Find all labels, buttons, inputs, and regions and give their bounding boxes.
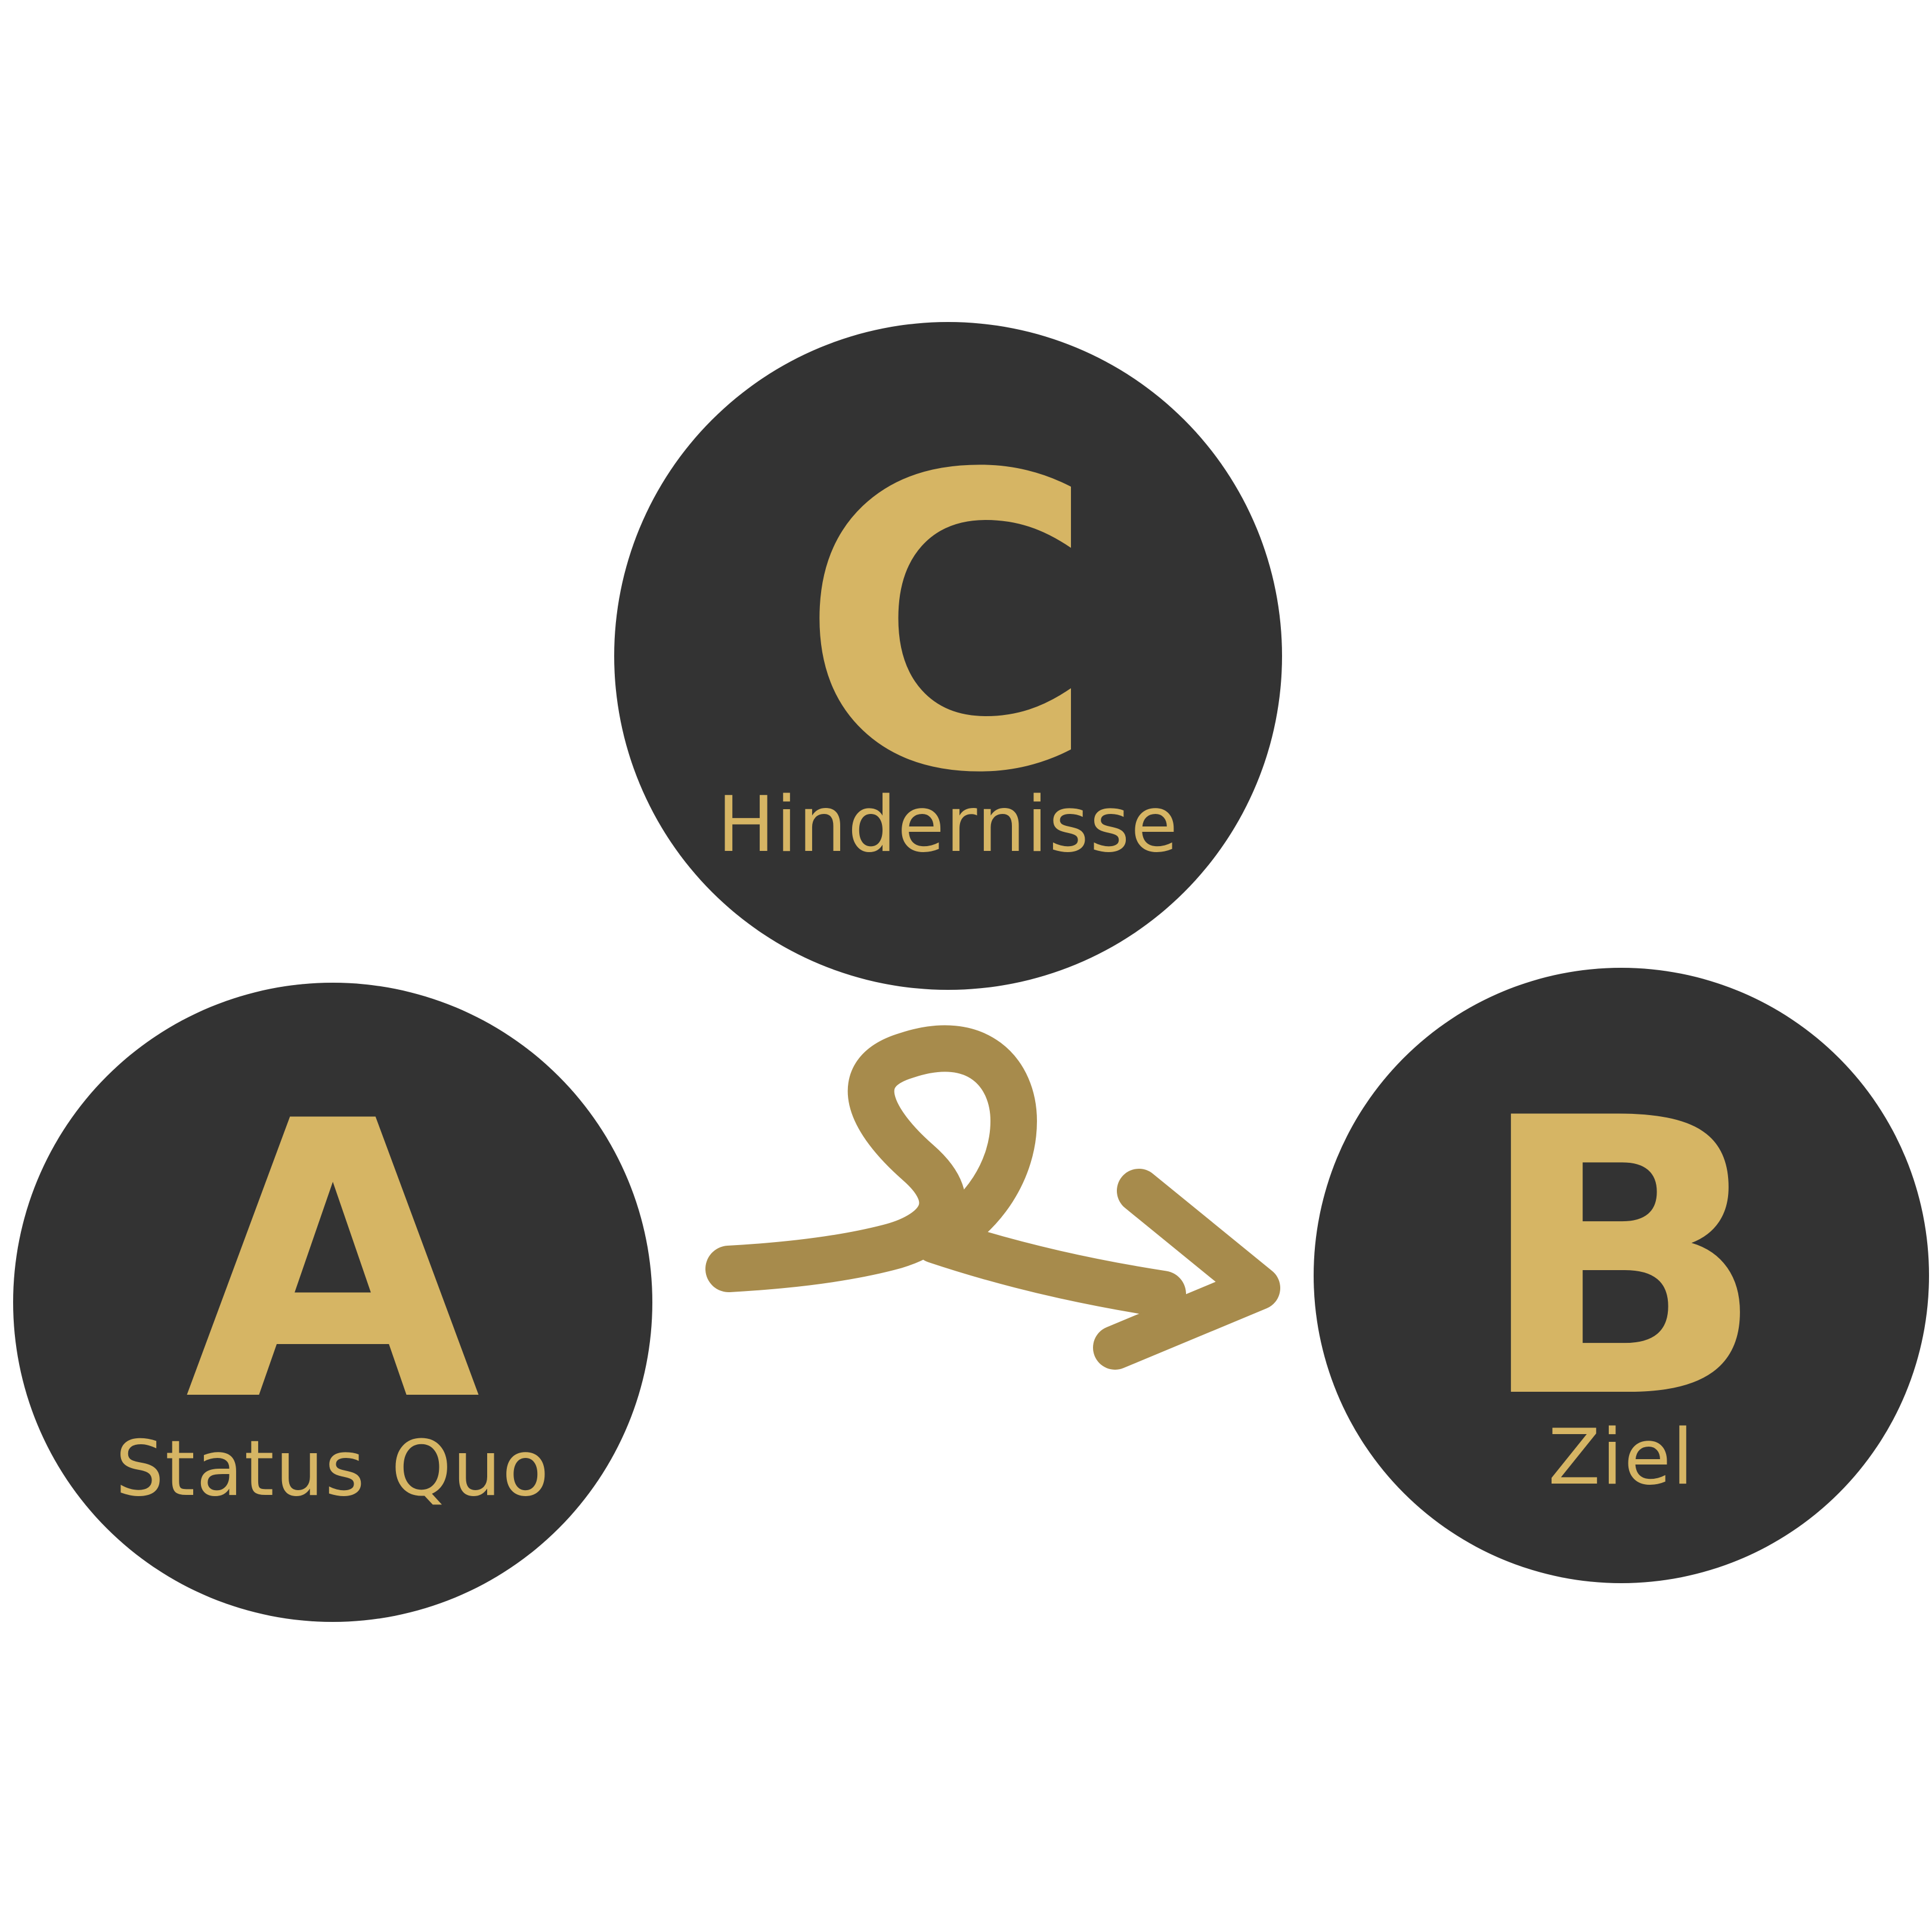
loop-arrow-stroke xyxy=(705,1025,1186,1317)
node-a-caption: Status Quo xyxy=(115,1425,550,1513)
node-a-status-quo: A Status Quo xyxy=(13,983,652,1622)
node-b-ziel: B Ziel xyxy=(1314,968,1929,1583)
node-b-caption: Ziel xyxy=(1548,1413,1695,1502)
arrow-head-stroke xyxy=(1093,1169,1280,1370)
node-c-letter: C xyxy=(799,390,1097,862)
node-b-letter: B xyxy=(1476,1038,1767,1482)
node-c-hindernisse: C Hindernisse xyxy=(614,322,1282,990)
node-c-caption: Hindernisse xyxy=(717,781,1179,869)
node-a-letter: A xyxy=(185,1041,481,1485)
